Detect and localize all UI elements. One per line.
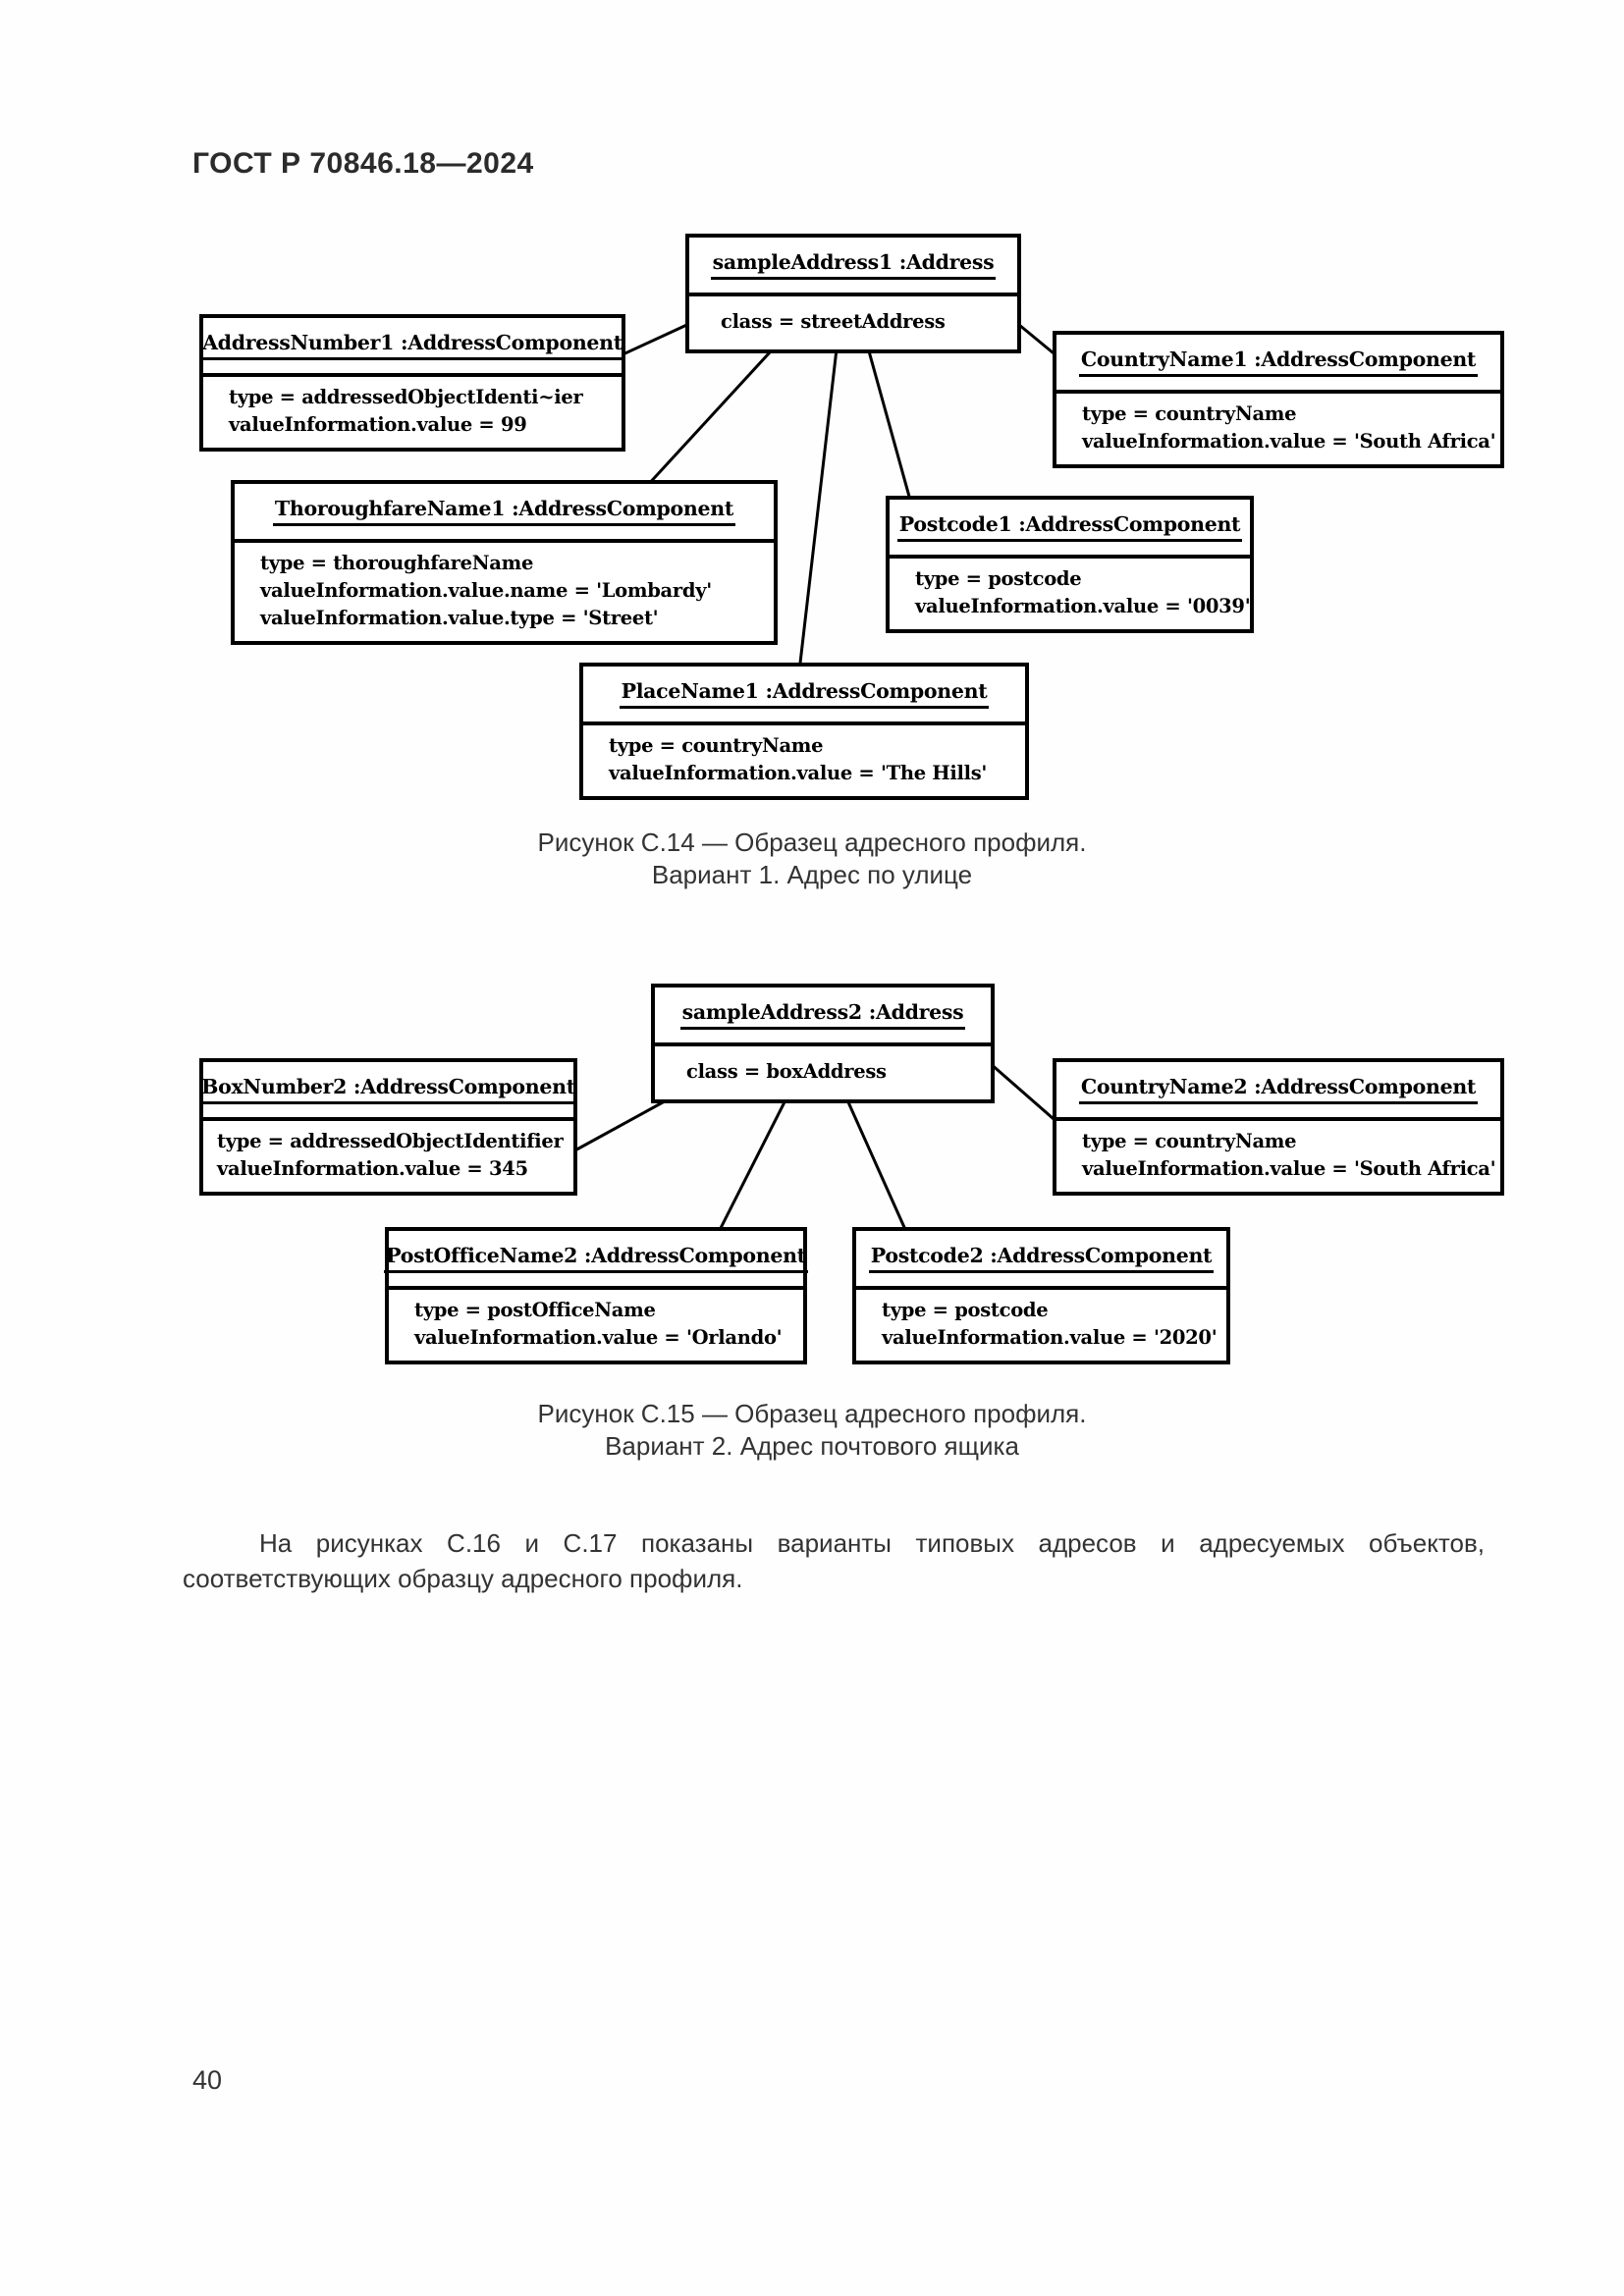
uml-attribute: class = boxAddress (686, 1060, 887, 1083)
fig1-object-thoroughfarename1: ThoroughfareName1 :AddressComponent type… (231, 480, 778, 645)
uml-attribute: valueInformation.value = '2020' (882, 1326, 1218, 1349)
uml-attribute: valueInformation.value = 'South Africa' (1082, 430, 1496, 453)
uml-attribute: valueInformation.value = 345 (217, 1157, 528, 1180)
uml-attribute: type = postcode (915, 567, 1082, 590)
fig2-object-postcode2: Postcode2 :AddressComponent type = postc… (852, 1227, 1230, 1364)
fig2-object-countryname2: CountryName2 :AddressComponent type = co… (1053, 1058, 1504, 1196)
uml-attribute: type = countryName (1082, 1130, 1297, 1152)
uml-object-name: Postcode2 :AddressComponent (868, 1244, 1215, 1273)
uml-object-name: Postcode1 :AddressComponent (896, 512, 1243, 542)
uml-object-attributes: type = countryName valueInformation.valu… (583, 721, 1025, 796)
uml-object-name: sampleAddress2 :Address (679, 1000, 966, 1030)
uml-attribute: type = addressedObjectIdenti~ier (229, 386, 583, 408)
fig2-object-sampleaddress2: sampleAddress2 :Address class = boxAddre… (651, 984, 995, 1103)
uml-object-name: CountryName2 :AddressComponent (1078, 1075, 1479, 1104)
connector-line (864, 340, 913, 505)
uml-object-title: sampleAddress2 :Address (655, 988, 991, 1042)
uml-attribute: valueInformation.value = 'The Hills' (609, 762, 988, 784)
uml-attribute: valueInformation.value.type = 'Street' (260, 607, 659, 629)
body-paragraph: На рисунках С.16 и С.17 показаны вариант… (183, 1528, 1485, 1593)
uml-attribute: type = addressedObjectIdentifier (217, 1130, 564, 1152)
uml-object-title: PostOfficeName2 :AddressComponent (384, 1231, 808, 1286)
uml-attribute: valueInformation.value = 99 (229, 413, 527, 436)
uml-object-attributes: type = addressedObjectIdenti~ier valueIn… (203, 373, 622, 448)
uml-object-title: AddressNumber1 :AddressComponent (200, 318, 624, 373)
uml-attribute: valueInformation.value = 'South Africa' (1082, 1157, 1496, 1180)
uml-attribute: type = countryName (1082, 402, 1297, 425)
figure1-caption-line2: Вариант 1. Адрес по улице (651, 860, 973, 889)
uml-object-name: sampleAddress1 :Address (710, 250, 997, 280)
uml-attribute: valueInformation.value.name = 'Lombardy' (260, 579, 712, 602)
fig1-object-sampleaddress1: sampleAddress1 :Address class = streetAd… (685, 234, 1021, 353)
uml-object-attributes: type = addressedObjectIdentifier valueIn… (203, 1117, 573, 1192)
page-header: ГОСТ Р 70846.18—2024 (192, 147, 534, 180)
fig2-object-postofficename2: PostOfficeName2 :AddressComponent type =… (384, 1227, 808, 1364)
figure2-caption-line2: Вариант 2. Адрес почтового ящика (605, 1431, 1019, 1461)
figure1-caption: Рисунок С.14 — Образец адресного профиля… (159, 827, 1465, 891)
uml-attribute: valueInformation.value = '0039' (915, 595, 1251, 617)
uml-attribute: valueInformation.value = 'Orlando' (414, 1326, 783, 1349)
connector-line (716, 1084, 795, 1235)
uml-attribute: type = postcode (882, 1299, 1049, 1321)
connector-line (989, 1061, 1061, 1127)
uml-object-attributes: type = countryName valueInformation.valu… (1056, 390, 1500, 464)
uml-object-name: BoxNumber2 :AddressComponent (199, 1075, 577, 1104)
uml-object-name: ThoroughfareName1 :AddressComponent (272, 497, 736, 526)
uml-object-attributes: type = countryName valueInformation.valu… (1056, 1117, 1500, 1192)
fig1-object-countryname1: CountryName1 :AddressComponent type = co… (1053, 331, 1504, 468)
uml-object-name: CountryName1 :AddressComponent (1078, 347, 1479, 377)
uml-attribute: type = thoroughfareName (260, 552, 534, 574)
connector-line (839, 1084, 909, 1235)
uml-object-title: Postcode2 :AddressComponent (856, 1231, 1226, 1286)
uml-attribute: type = countryName (609, 734, 824, 757)
uml-object-attributes: type = postOfficeName valueInformation.v… (389, 1286, 803, 1361)
uml-object-title: sampleAddress1 :Address (689, 238, 1017, 293)
uml-object-title: CountryName1 :AddressComponent (1056, 335, 1500, 390)
figure1-caption-line1: Рисунок С.14 — Образец адресного профиля… (537, 828, 1087, 857)
uml-object-attributes: type = postcode valueInformation.value =… (890, 555, 1251, 629)
uml-object-attributes: type = thoroughfareName valueInformation… (235, 539, 774, 641)
uml-attribute: type = postOfficeName (414, 1299, 656, 1321)
fig1-object-placename1: PlaceName1 :AddressComponent type = coun… (579, 663, 1029, 800)
fig1-object-postcode1: Postcode1 :AddressComponent type = postc… (886, 496, 1254, 633)
uml-object-title: BoxNumber2 :AddressComponent (199, 1062, 577, 1117)
uml-object-attributes: class = boxAddress (655, 1042, 991, 1099)
uml-object-name: PlaceName1 :AddressComponent (619, 679, 990, 709)
uml-object-name: PostOfficeName2 :AddressComponent (384, 1244, 808, 1273)
figure2-caption: Рисунок С.15 — Образец адресного профиля… (159, 1398, 1465, 1463)
uml-object-title: PlaceName1 :AddressComponent (583, 667, 1025, 721)
uml-object-name: AddressNumber1 :AddressComponent (200, 331, 624, 360)
connector-line (644, 339, 783, 489)
fig2-object-boxnumber2: BoxNumber2 :AddressComponent type = addr… (199, 1058, 577, 1196)
uml-object-attributes: class = streetAddress (689, 293, 1017, 349)
connector-line (616, 320, 694, 359)
uml-object-title: CountryName2 :AddressComponent (1056, 1062, 1500, 1117)
uml-object-title: Postcode1 :AddressComponent (890, 500, 1250, 555)
uml-attribute: class = streetAddress (721, 310, 946, 333)
page-number: 40 (192, 2065, 223, 2095)
fig1-object-addressnumber1: AddressNumber1 :AddressComponent type = … (199, 314, 625, 452)
connector-line (797, 340, 839, 672)
uml-object-attributes: type = postcode valueInformation.value =… (856, 1286, 1226, 1361)
uml-object-title: ThoroughfareName1 :AddressComponent (235, 484, 774, 539)
figure2-caption-line1: Рисунок С.15 — Образец адресного профиля… (537, 1399, 1087, 1428)
